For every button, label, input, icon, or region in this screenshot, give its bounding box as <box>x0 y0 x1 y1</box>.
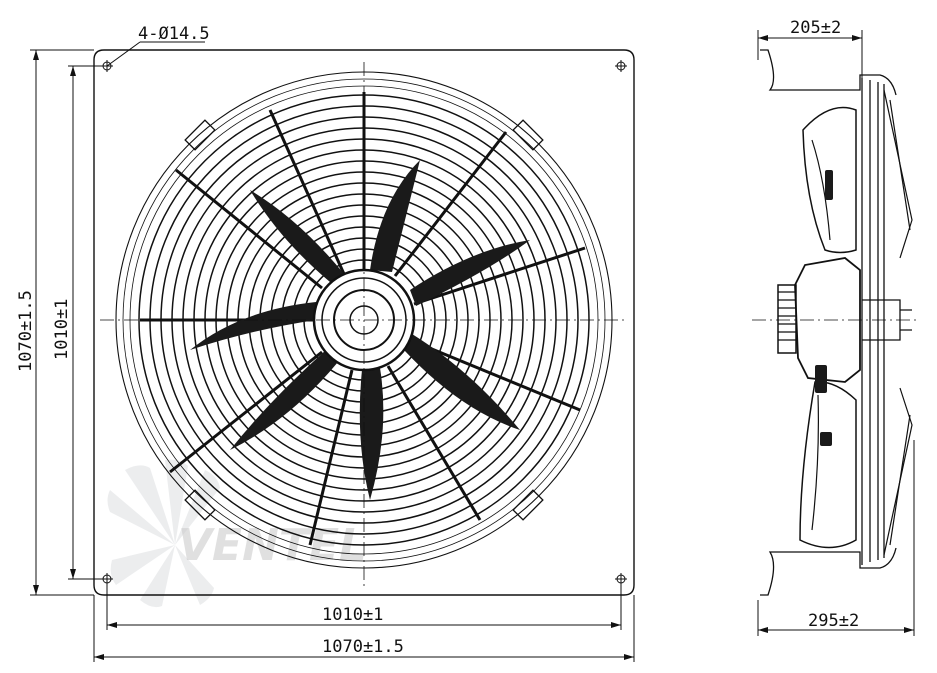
width-outer-label: 1070±1.5 <box>322 637 404 657</box>
side-top-dimension-label: 205±2 <box>790 18 841 38</box>
side-blade-marks <box>815 170 833 446</box>
side-motor-body <box>794 257 861 383</box>
side-view <box>752 49 920 596</box>
fan-blades <box>190 160 530 500</box>
front-dimensions <box>30 41 635 662</box>
side-blade-upper <box>802 106 857 254</box>
watermark: VENTEL <box>107 459 367 608</box>
mounting-plate <box>93 49 635 596</box>
side-bottom-flange <box>760 547 897 596</box>
center-lines <box>100 62 628 590</box>
side-dimension-arrows <box>758 35 914 633</box>
side-guard-profile <box>861 78 885 565</box>
side-top-flange <box>760 49 897 96</box>
side-bottom-dimension-label: 295±2 <box>808 611 859 631</box>
side-dimensions <box>757 30 915 636</box>
front-dimension-arrows <box>33 50 634 660</box>
height-outer-label: 1070±1.5 <box>16 290 36 372</box>
watermark-text: VENTEL <box>178 520 367 571</box>
watermark-fan-logo <box>107 459 220 608</box>
front-view <box>93 49 635 596</box>
height-inner-label: 1010±1 <box>52 299 72 360</box>
guard-brackets <box>184 119 544 521</box>
hole-spec-label: 4-Ø14.5 <box>138 24 210 44</box>
side-blade-lower <box>799 381 857 549</box>
width-inner-label: 1010±1 <box>322 605 383 625</box>
